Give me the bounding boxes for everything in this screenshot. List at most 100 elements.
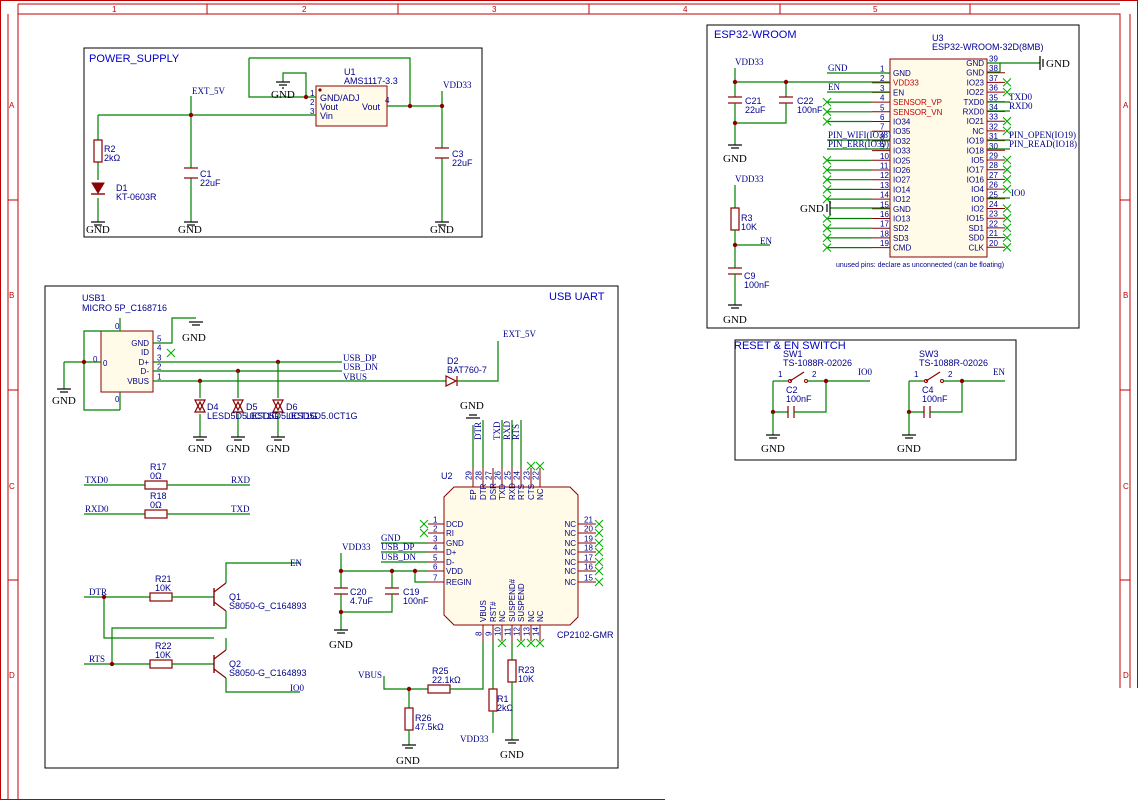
reset-switch-block: RESET & EN SWITCH SW1 TS-1088R-02026 1 2… bbox=[734, 339, 1017, 461]
net-gnd-esp: GND bbox=[828, 63, 848, 73]
u2-pin-num-5: 5 bbox=[433, 554, 438, 563]
q2-transistor bbox=[213, 649, 227, 679]
u3-pin-name-39: GND bbox=[966, 59, 984, 68]
u2-pin-num-18: 18 bbox=[584, 544, 593, 553]
u3-pin-name-37: IO23 bbox=[967, 78, 985, 87]
r23-ref: R23 bbox=[518, 665, 535, 675]
q2-ref: Q2 bbox=[229, 659, 241, 669]
net-rts-q2: RTS bbox=[89, 654, 105, 664]
gnd-label-r23: GND bbox=[500, 749, 524, 761]
u3-pin-num-36: 36 bbox=[989, 84, 998, 93]
sw3-pin-1: 1 bbox=[914, 370, 919, 379]
u2-pin-name-9: RST# bbox=[489, 601, 498, 622]
u3-pin-name-28: IO17 bbox=[967, 166, 985, 175]
d6-tvs bbox=[272, 362, 284, 437]
u3-pin-name-3: EN bbox=[893, 88, 904, 97]
u2-pin-num-7: 7 bbox=[433, 574, 438, 583]
u2-pin-num-25: 25 bbox=[504, 471, 513, 480]
net-u2-usbdn: USB_DN bbox=[381, 552, 417, 562]
gnd-symbol-d4 bbox=[193, 436, 207, 441]
u3-pin-name-8: IO32 bbox=[893, 137, 911, 146]
u3-value: ESP32-WROOM-32D(8MB) bbox=[932, 42, 1044, 52]
gnd-symbol-d6 bbox=[271, 436, 285, 441]
frame-col-3: 3 bbox=[492, 5, 497, 14]
net-io0-esp: IO0 bbox=[1011, 188, 1025, 198]
r18-value: 0Ω bbox=[150, 500, 162, 510]
u2-pin-num-22: 22 bbox=[532, 471, 541, 480]
r18-ref: R18 bbox=[150, 491, 167, 501]
u2-pin-name-5: D- bbox=[446, 558, 455, 567]
net-vbus: VBUS bbox=[343, 372, 367, 382]
usb1-pin-name-3: D+ bbox=[139, 358, 150, 367]
u3-pin-num-18: 18 bbox=[880, 229, 889, 238]
u2-pin-name-11: SUSPEND# bbox=[508, 578, 517, 622]
u1-pin-4: 4 bbox=[385, 96, 390, 105]
u2-pin-name-1: DCD bbox=[446, 520, 464, 529]
u2-pin-num-15: 15 bbox=[584, 574, 593, 583]
esp32-title: ESP32-WROOM bbox=[714, 29, 797, 41]
usb1-pin-num-2: 2 bbox=[157, 363, 162, 372]
u2-pin-name-27: DSR bbox=[489, 483, 498, 500]
u3-pin-num-27: 27 bbox=[989, 171, 998, 180]
u3-pin-num-25: 25 bbox=[989, 190, 998, 199]
net-usb-dp: USB_DP bbox=[343, 353, 377, 363]
gnd-symbol-usb-shield bbox=[57, 388, 71, 393]
sw1-pin-2: 2 bbox=[812, 370, 817, 379]
usb1-value: MICRO 5P_C168716 bbox=[82, 303, 167, 313]
c1-value: 22uF bbox=[200, 178, 221, 188]
net-txd-r18: TXD bbox=[231, 504, 250, 514]
u2-pin-name-29: EP bbox=[469, 489, 478, 500]
gnd-label-c1: GND bbox=[178, 224, 202, 236]
net-vdd33-esp: VDD33 bbox=[735, 57, 764, 67]
u3-pin-name-25: IO0 bbox=[971, 195, 984, 204]
net-io0-sw1: IO0 bbox=[858, 367, 872, 377]
net-u2-txd: TXD bbox=[492, 421, 502, 440]
gnd-symbol-u2-top bbox=[466, 414, 480, 419]
u2-pin-name-7: REGIN bbox=[446, 578, 472, 587]
gnd-symbol-r23 bbox=[505, 739, 519, 744]
c3-ref: C3 bbox=[452, 149, 464, 159]
u3-pin-name-29: IO5 bbox=[971, 156, 984, 165]
u3-pin-name-18: SD3 bbox=[893, 234, 909, 243]
c19-value: 100nF bbox=[403, 596, 429, 606]
u3-pin-name-19: CMD bbox=[893, 244, 911, 253]
r25-ref: R25 bbox=[432, 666, 449, 676]
c2-value: 100nF bbox=[786, 394, 812, 404]
u2-pin-name-22: NC bbox=[536, 488, 545, 500]
u3-pin-num-11: 11 bbox=[880, 162, 889, 171]
u2-pin-name-15: NC bbox=[564, 578, 576, 587]
sw1-pin-1: 1 bbox=[778, 370, 783, 379]
u2-pin-num-2: 2 bbox=[433, 525, 438, 534]
u3-pin-name-21: SD0 bbox=[968, 234, 984, 243]
u3-pin-name-5: SENSOR_VN bbox=[893, 108, 943, 117]
c22-ref: C22 bbox=[797, 96, 814, 106]
net-io0-q2: IO0 bbox=[290, 683, 304, 693]
gnd-label-usb: GND bbox=[182, 332, 206, 344]
esp32-note: unused pins: declare as unconnected (can… bbox=[836, 262, 1004, 269]
u3-pin-name-23: IO15 bbox=[967, 214, 985, 223]
frame-row-a-right: A bbox=[1123, 101, 1129, 110]
u2-pin-num-4: 4 bbox=[433, 544, 438, 553]
frame-col-2: 2 bbox=[302, 5, 307, 14]
u3-pin-name-4: SENSOR_VP bbox=[893, 98, 942, 107]
gnd-symbol-r26 bbox=[402, 744, 416, 749]
r17-value: 0Ω bbox=[150, 471, 162, 481]
c9-value: 100nF bbox=[744, 280, 770, 290]
gnd-label-r26: GND bbox=[396, 755, 420, 767]
net-usb-dn: USB_DN bbox=[343, 362, 379, 372]
u3-pin-name-22: SD1 bbox=[968, 224, 984, 233]
u3-pin-num-5: 5 bbox=[880, 103, 885, 112]
frame-col-4: 4 bbox=[683, 5, 688, 14]
net-pin-open: PIN_OPEN(IO19) bbox=[1009, 130, 1076, 140]
d1-value: KT-0603R bbox=[116, 192, 157, 202]
gnd-symbol-c21 bbox=[728, 144, 742, 149]
d5-tvs bbox=[232, 371, 244, 437]
u2-pin-num-11: 11 bbox=[504, 627, 513, 636]
d1-led bbox=[91, 182, 105, 195]
gnd-symbol-u1 bbox=[276, 81, 290, 89]
gnd-label-d5: GND bbox=[226, 443, 250, 455]
u2-pin-name-10: NC bbox=[498, 610, 507, 622]
u2-pin-name-2: RI bbox=[446, 529, 454, 538]
net-vdd33-u2: VDD33 bbox=[342, 542, 371, 552]
